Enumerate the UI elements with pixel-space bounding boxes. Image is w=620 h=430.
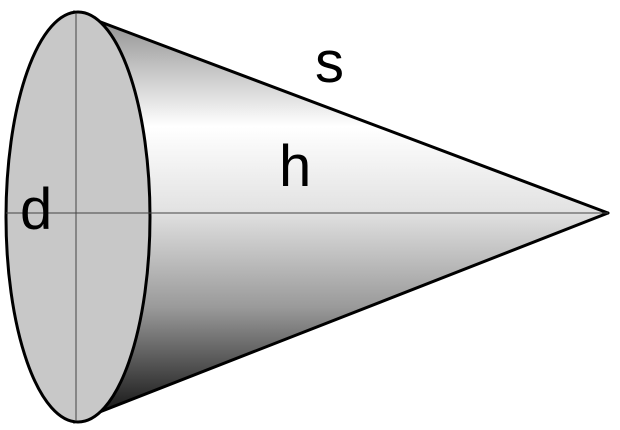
cone-base [4, 10, 152, 424]
slant-edge-top [72, 10, 610, 215]
diameter-label: d [20, 177, 52, 242]
height-label: h [279, 134, 311, 199]
cone-surface [74, 12, 608, 422]
slant-edge-bottom [72, 211, 610, 424]
slant-label: s [315, 30, 344, 95]
